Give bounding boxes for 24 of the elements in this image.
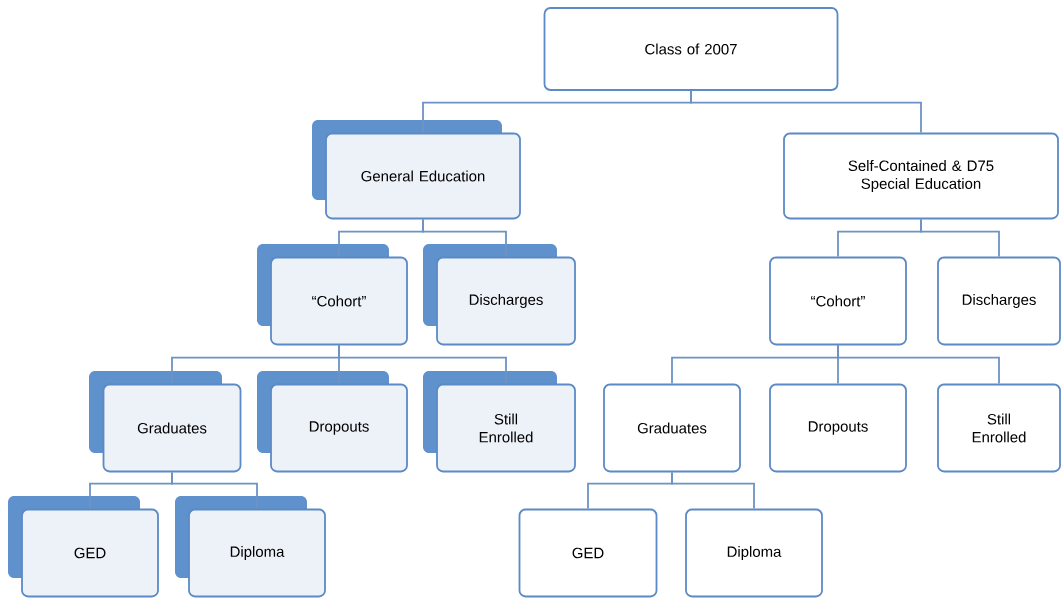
connector <box>837 344 1000 385</box>
connector <box>171 471 258 510</box>
process-box: Discharges <box>937 256 1061 346</box>
shadowed-box: Still Enrolled <box>423 371 576 473</box>
process-box: “Cohort” <box>769 256 907 346</box>
shadowed-box: “Cohort” <box>257 244 408 346</box>
shadowed-box: Diploma <box>175 496 326 598</box>
process-box: Diploma <box>685 508 823 598</box>
process-box: Graduates <box>603 383 741 473</box>
process-box: Still Enrolled <box>937 383 1061 473</box>
process-box: Dropouts <box>769 383 907 473</box>
shadowed-box: Graduates <box>89 371 242 473</box>
process-box: Self-Contained & D75 Special Education <box>783 132 1059 220</box>
shadowed-box: Discharges <box>423 244 576 346</box>
connector <box>671 471 755 510</box>
process-box: GED <box>518 508 658 598</box>
shadowed-box: General Education <box>312 120 521 220</box>
process-box: Class of 2007 <box>543 7 839 91</box>
connector <box>338 344 507 385</box>
shadowed-box: Dropouts <box>257 371 408 473</box>
connector <box>690 90 922 134</box>
connector <box>422 218 507 258</box>
connector <box>920 218 1000 258</box>
shadowed-box: GED <box>8 496 159 598</box>
